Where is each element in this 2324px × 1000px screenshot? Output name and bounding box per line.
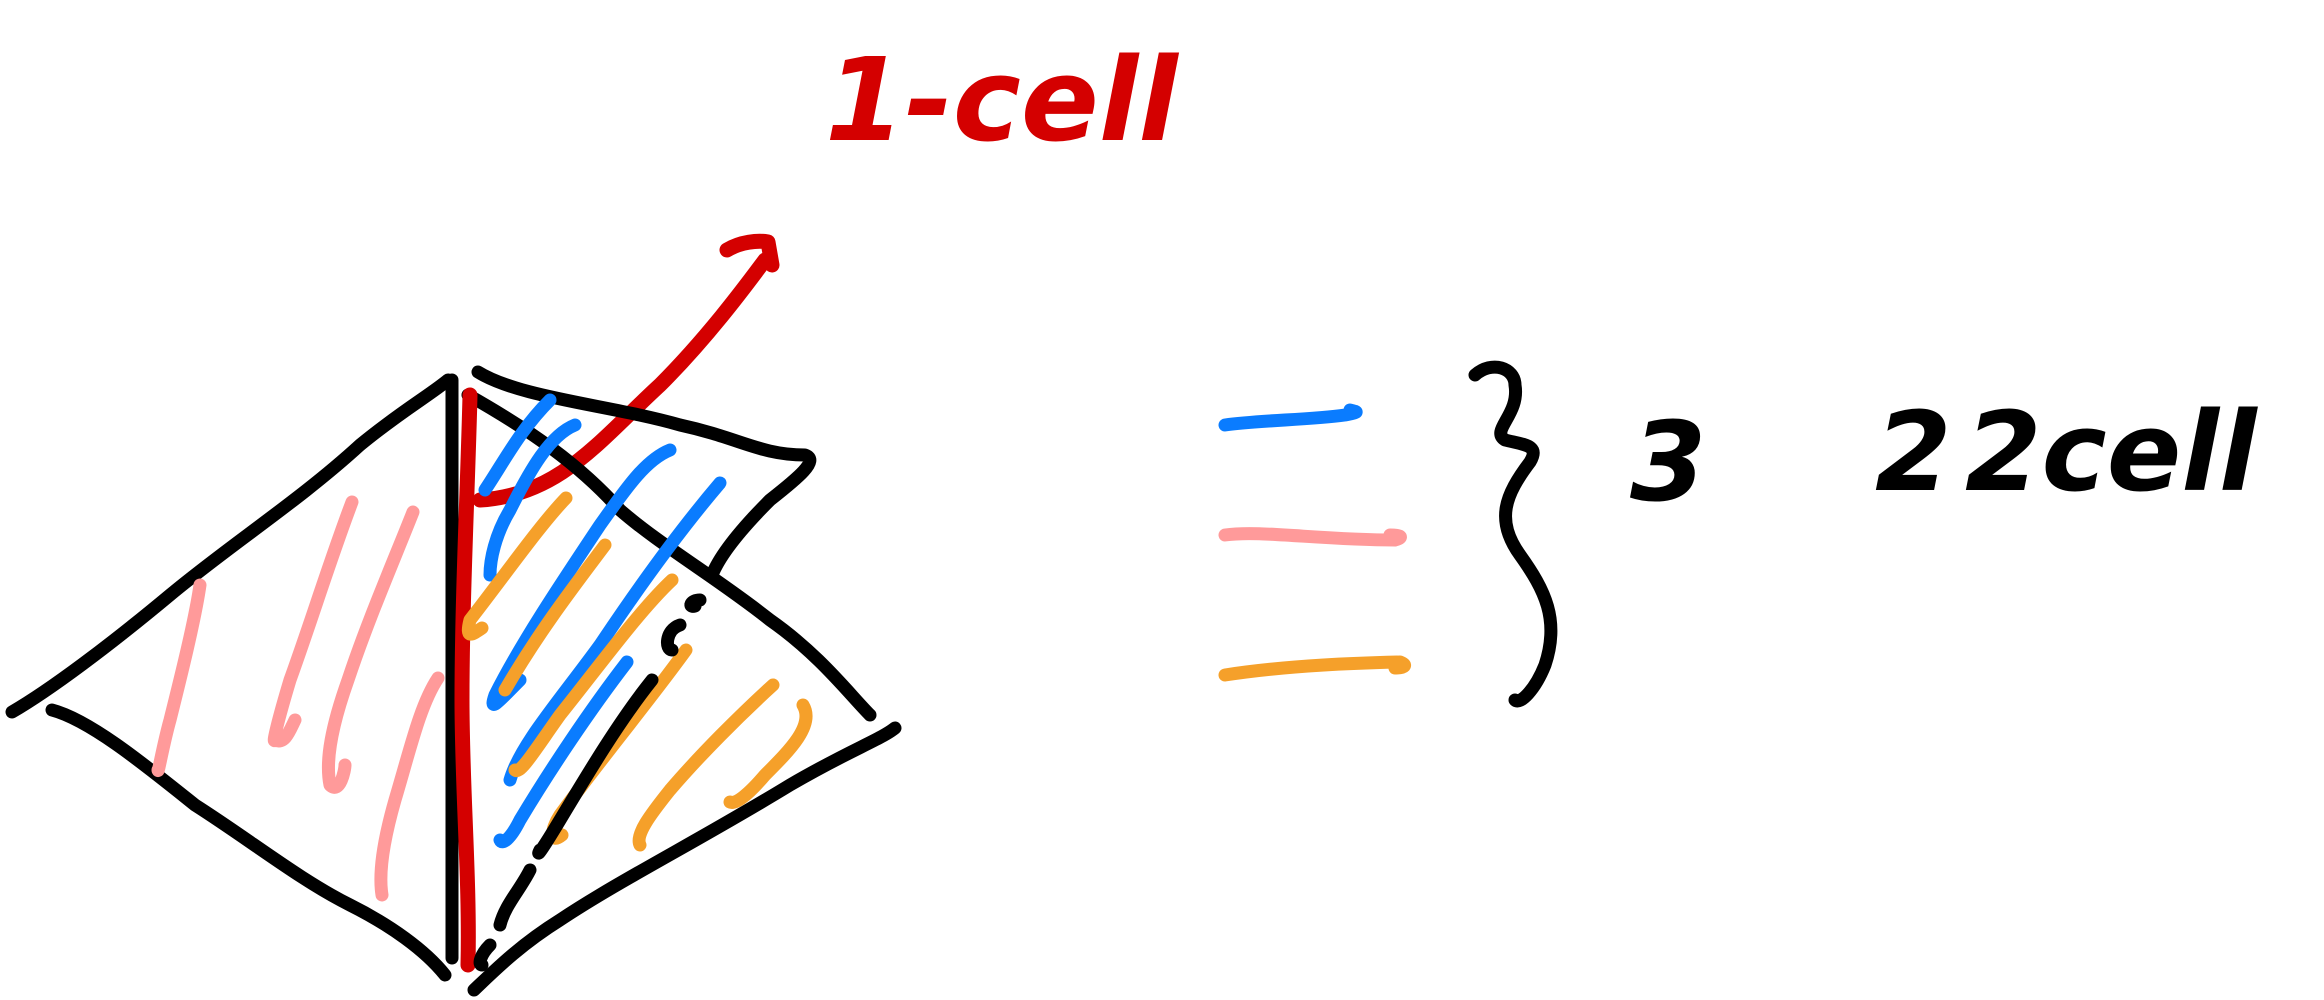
pink-strokes	[151, 495, 445, 902]
legend-pink-stroke	[1218, 527, 1407, 547]
legend-orange-stroke	[1218, 655, 1412, 682]
two-cell-label: 3 2 2cell	[1630, 388, 2258, 526]
two-cell-label-three: 3	[1630, 398, 1707, 526]
blue-strokes	[478, 393, 727, 849]
one-cell-arrow	[472, 233, 780, 508]
left-face-outline	[5, 373, 455, 982]
legend-blue-stroke	[1218, 403, 1363, 432]
one-cell-label: 1-cell	[825, 34, 1179, 168]
legend	[1218, 403, 1412, 682]
two-cell-label-two: 2	[1875, 388, 1952, 516]
two-cell-label-word: 2cell	[1965, 388, 2258, 516]
orange-strokes	[461, 491, 813, 852]
brace	[1468, 360, 1558, 708]
black-scribbles	[473, 593, 707, 972]
central-red-line	[454, 387, 478, 973]
